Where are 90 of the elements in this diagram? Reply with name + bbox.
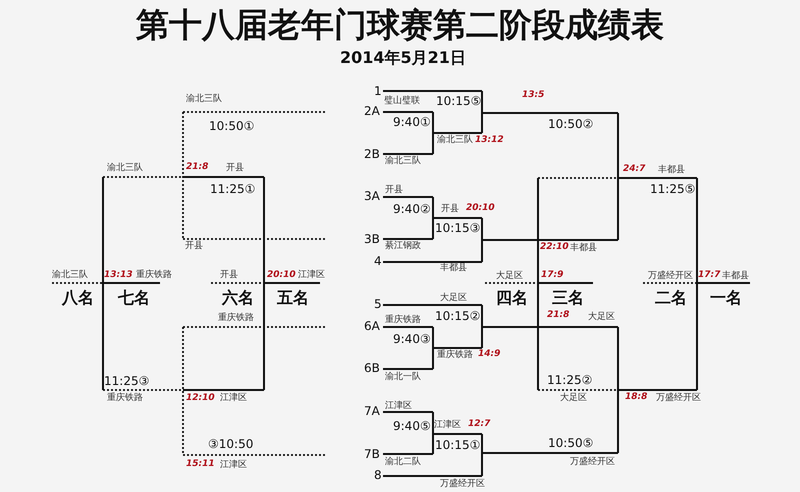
- seed-number: 2B: [364, 148, 380, 160]
- team-name: 渝北二队: [385, 458, 421, 467]
- team-name: 渝北三队: [437, 136, 473, 145]
- title: 第十八届老年门球赛第二阶段成绩表: [135, 8, 665, 41]
- seed-number: 1: [374, 85, 382, 97]
- match-time: 11:25⑤: [650, 183, 696, 195]
- team-name: 万盛经开区: [570, 458, 615, 467]
- placing-label: 二名: [655, 290, 687, 306]
- seed-number: 4: [374, 255, 382, 267]
- match-time: 11:25①: [210, 183, 256, 195]
- score-text: 24:7: [623, 165, 646, 174]
- match-time: 11:25②: [547, 374, 592, 386]
- match-time: 9:40⑤: [393, 420, 431, 432]
- score-text: 20:10: [267, 271, 296, 280]
- team-name: 江津区: [434, 421, 461, 430]
- team-name: 大足区: [588, 313, 615, 322]
- date-text: 2014年5月21日: [340, 50, 466, 66]
- match-time: 10:15①: [435, 439, 480, 451]
- team-name: 万盛经开区: [648, 272, 693, 281]
- seed-number: 3A: [364, 190, 380, 202]
- match-time: 10:15②: [435, 310, 480, 322]
- score-text: 13:5: [522, 91, 544, 100]
- placing-label: 一名: [710, 290, 742, 306]
- placing-label: 四名: [496, 290, 528, 306]
- score-text: 17:7: [698, 271, 720, 280]
- team-name: 开县: [385, 186, 403, 195]
- seed-number: 6A: [364, 320, 380, 332]
- team-name: 重庆铁路: [437, 351, 473, 360]
- seed-number: 3B: [364, 233, 380, 245]
- team-name: 渝北三队: [107, 164, 143, 173]
- team-name: 重庆铁路: [218, 314, 254, 323]
- team-name: 江津区: [220, 461, 247, 470]
- team-name: 綦江钢政: [385, 242, 421, 251]
- seed-number: 7B: [364, 448, 380, 460]
- match-time: 10:50①: [209, 120, 254, 132]
- match-time: 9:40③: [393, 333, 431, 345]
- team-name: 大足区: [560, 394, 587, 403]
- placing-label: 七名: [118, 290, 150, 306]
- team-name: 大足区: [440, 294, 467, 303]
- placing-label: 八名: [62, 290, 94, 306]
- match-time: 10:50②: [548, 118, 594, 130]
- score-text: 18:8: [625, 393, 648, 402]
- team-name: 重庆铁路: [385, 316, 421, 325]
- seed-number: 7A: [364, 405, 380, 417]
- score-text: 21:8: [186, 163, 208, 172]
- team-name: 开县: [441, 205, 459, 214]
- seed-number: 2A: [364, 105, 380, 117]
- team-name: 江津区: [220, 394, 247, 403]
- match-time: 10:15⑤: [436, 95, 482, 107]
- team-name: 开县: [185, 242, 203, 251]
- score-text: 21:8: [547, 311, 570, 320]
- team-name: 渝北一队: [385, 373, 421, 382]
- team-name: 万盛经开区: [440, 480, 485, 489]
- team-name: 丰都县: [722, 272, 749, 281]
- team-name: 开县: [220, 271, 238, 280]
- score-text: 14:9: [478, 350, 500, 359]
- score-text: 12:7: [468, 420, 490, 429]
- team-name: 渝北三队: [385, 157, 421, 166]
- team-name: 重庆铁路: [107, 394, 143, 403]
- score-text: 12:10: [186, 394, 215, 403]
- match-time: 11:25③: [104, 375, 150, 387]
- team-name: 丰都县: [658, 166, 685, 175]
- match-time: 9:40①: [393, 116, 431, 128]
- placing-label: 三名: [552, 290, 584, 306]
- team-name: 江津区: [385, 402, 412, 411]
- match-time: 10:15③: [435, 222, 480, 234]
- score-text: 17:9: [541, 271, 564, 280]
- placing-label: 五名: [277, 290, 309, 306]
- seed-number: 6B: [364, 362, 380, 374]
- team-name: 渝北三队: [186, 95, 222, 104]
- team-name: 江津区: [298, 271, 325, 280]
- score-text: 13:13: [104, 271, 133, 280]
- team-name: 重庆铁路: [136, 271, 172, 280]
- match-time: ③10:50: [208, 438, 254, 450]
- team-name: 璧山璧联: [384, 97, 420, 106]
- team-name: 丰都县: [440, 264, 467, 273]
- score-text: 22:10: [540, 243, 569, 252]
- match-time: 10:50⑤: [548, 437, 594, 449]
- score-text: 13:12: [475, 136, 504, 145]
- team-name: 万盛经开区: [656, 394, 701, 403]
- score-text: 20:10: [466, 204, 495, 213]
- seed-number: 8: [374, 469, 382, 481]
- match-time: 9:40②: [393, 203, 431, 215]
- team-name: 大足区: [496, 272, 523, 281]
- team-name: 渝北三队: [52, 271, 88, 280]
- team-name: 丰都县: [570, 244, 597, 253]
- score-text: 15:11: [186, 460, 215, 469]
- team-name: 开县: [226, 164, 244, 173]
- seed-number: 5: [374, 298, 382, 310]
- placing-label: 六名: [222, 290, 254, 306]
